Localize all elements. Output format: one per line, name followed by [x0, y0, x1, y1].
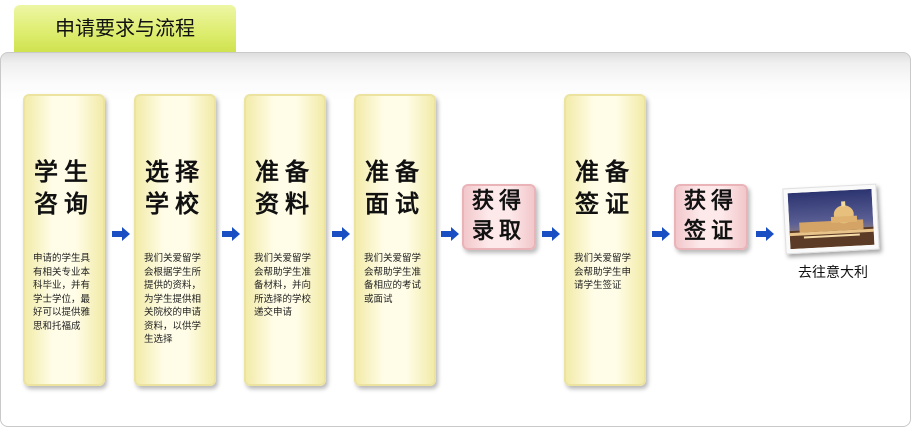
arrow-right-icon	[332, 227, 350, 241]
step-description: 申请的学生具有相关专业本科毕业，并有学士学位，最好可以提供雅思和托福成	[33, 253, 91, 332]
step-card-prepare-documents: 准备 资料 我们关爱留学会帮助学生准备材料，并向所选择的学校递交申请	[244, 94, 326, 386]
step-description: 我们关爱留学会帮助学生准备相应的考试或面试	[364, 253, 422, 305]
step-title: 选择 学校	[145, 158, 205, 218]
step-card-prepare-visa: 准备 签证 我们关爱留学会帮助学生申请学生签证	[564, 94, 646, 386]
arrow-right-icon	[542, 227, 560, 241]
step-card-student-consult: 学生 咨询 申请的学生具有相关专业本科毕业，并有学士学位，最好可以提供雅思和托福…	[23, 94, 105, 386]
arrow-right-icon	[652, 227, 670, 241]
step-title: 准备 签证	[575, 158, 635, 218]
arrow-right-icon	[441, 227, 459, 241]
step-card-prepare-interview: 准备 面试 我们关爱留学会帮助学生准备相应的考试或面试	[354, 94, 436, 386]
step-description: 我们关爱留学会根据学生所提供的资料，为学生提供相关院校的申请资料，以供学生选择	[144, 253, 202, 345]
step-card-choose-school: 选择 学校 我们关爱留学会根据学生所提供的资料，为学生提供相关院校的申请资料，以…	[134, 94, 216, 386]
destination-label: 去往意大利	[798, 265, 868, 281]
milestone-admission: 获得 录取	[462, 184, 536, 250]
milestone-title: 获得 录取	[471, 189, 526, 244]
arrow-right-icon	[112, 227, 130, 241]
step-title: 准备 资料	[255, 158, 315, 218]
step-description: 我们关爱留学会帮助学生申请学生签证	[574, 253, 632, 291]
step-title: 准备 面试	[365, 158, 425, 218]
milestone-title: 获得 签证	[683, 189, 738, 244]
section-tab[interactable]: 申请要求与流程	[14, 4, 236, 52]
step-description: 我们关爱留学会帮助学生准备材料，并向所选择的学校递交申请	[254, 253, 312, 318]
vatican-photo-icon	[782, 183, 880, 255]
arrow-right-icon	[222, 227, 240, 241]
arrow-right-icon	[756, 227, 774, 241]
step-title: 学生 咨询	[34, 158, 94, 218]
section-title: 申请要求与流程	[55, 16, 195, 40]
milestone-visa: 获得 签证	[674, 184, 748, 250]
